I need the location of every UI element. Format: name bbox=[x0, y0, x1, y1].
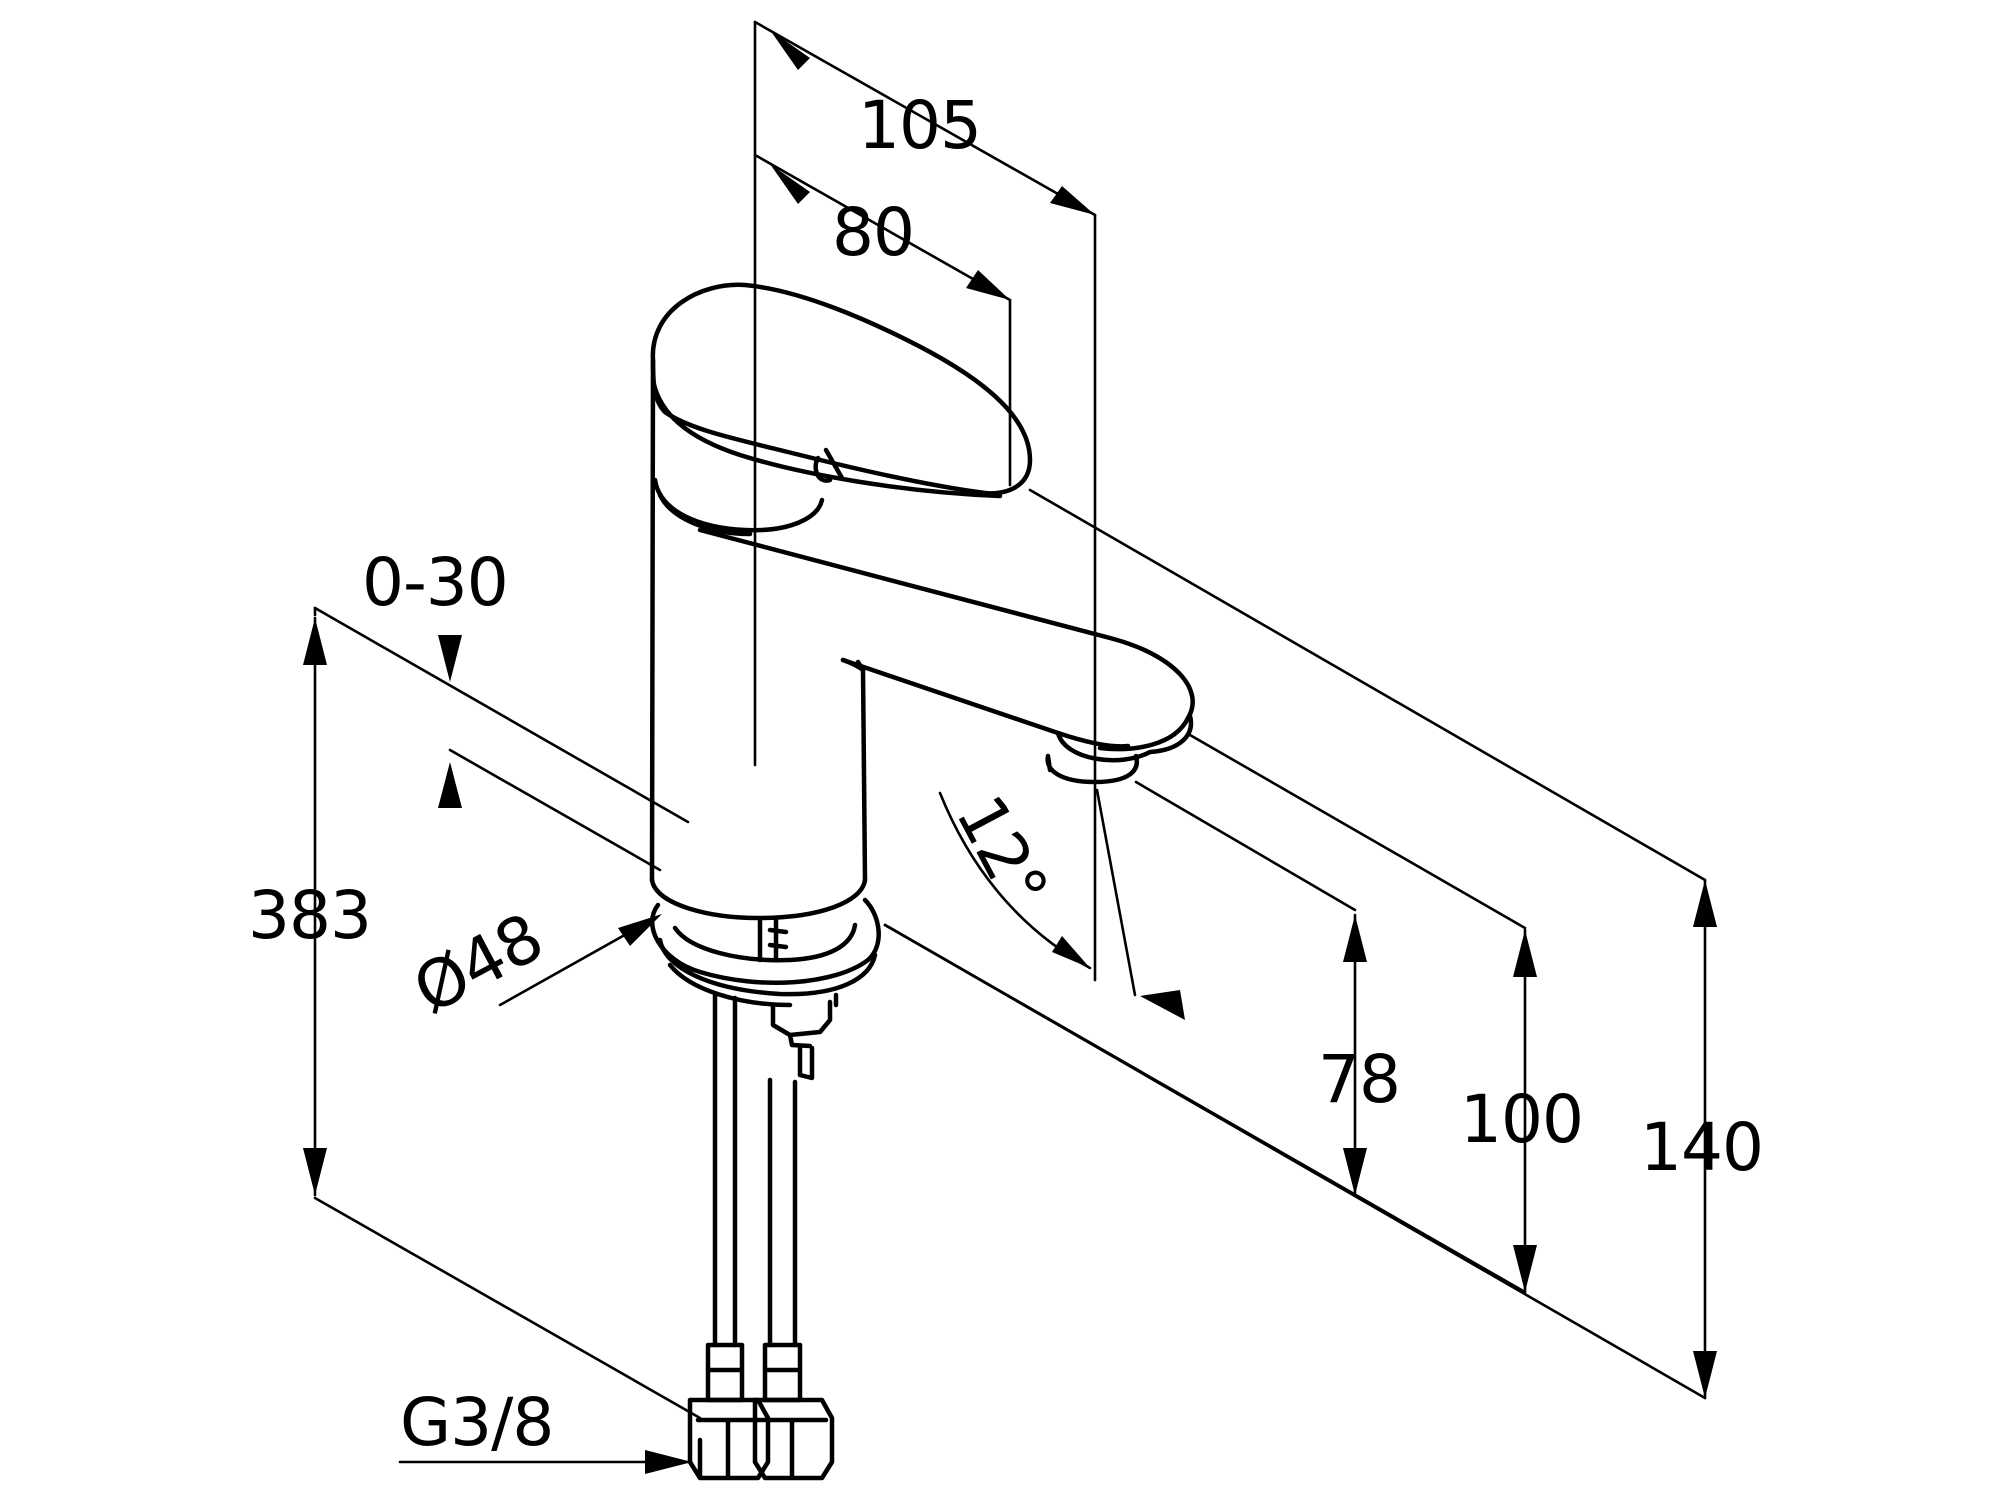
arrow-12-bottom bbox=[1052, 936, 1090, 968]
label-spout-outlet-height: 78 bbox=[1318, 1041, 1400, 1118]
dim-80-line bbox=[753, 153, 1012, 302]
spout-top bbox=[697, 527, 1195, 752]
hose-right bbox=[767, 1077, 798, 1348]
body-collar-inner bbox=[657, 492, 753, 537]
arrowheads bbox=[303, 30, 1717, 1474]
hose-fitting-left bbox=[705, 1342, 745, 1403]
lever-pivot bbox=[813, 447, 845, 483]
base-plate bbox=[657, 937, 878, 997]
base-washer-inner bbox=[672, 922, 858, 963]
threaded-stud bbox=[757, 915, 789, 963]
arrow-100-bottom bbox=[1513, 1245, 1537, 1292]
label-base-diameter: Ø48 bbox=[401, 899, 555, 1029]
label-spout-angle: 12° bbox=[941, 783, 1062, 920]
arrow-80-left bbox=[770, 164, 810, 204]
body-left-edge bbox=[649, 357, 656, 883]
arrow-140-bottom bbox=[1693, 1351, 1717, 1398]
dimension-labels: 105 80 0-30 383 Ø48 12° 78 100 140 G3/8 bbox=[248, 87, 1764, 1461]
arrow-030-bottom bbox=[438, 762, 462, 808]
deck-extension-100 bbox=[883, 923, 1527, 1294]
arrow-383-bottom bbox=[303, 1148, 327, 1195]
hose-fitting-right bbox=[762, 1342, 803, 1403]
arrow-80-right bbox=[966, 270, 1010, 300]
ext-78-top bbox=[1134, 780, 1357, 912]
arrow-78-bottom bbox=[1343, 1148, 1367, 1195]
spout-underside bbox=[840, 657, 866, 673]
deck-bottom-line bbox=[448, 748, 662, 872]
hex-nut-right bbox=[752, 1397, 835, 1481]
arrow-100-top bbox=[1513, 930, 1537, 977]
label-connection-thread: G3/8 bbox=[400, 1384, 553, 1461]
label-reach-total: 105 bbox=[858, 87, 981, 164]
arrow-030-top bbox=[438, 635, 462, 682]
arrow-105-right bbox=[1050, 186, 1095, 215]
stud-nut bbox=[770, 999, 833, 1081]
arrow-105-left bbox=[770, 30, 810, 70]
dim-383-ext-bottom bbox=[313, 1196, 702, 1420]
spout-bottom bbox=[840, 657, 1131, 749]
dimension-lines bbox=[313, 20, 1707, 1464]
dim-105-line bbox=[753, 20, 1097, 217]
faucet-body bbox=[649, 282, 1195, 1481]
body-collar bbox=[652, 477, 825, 533]
angle-line bbox=[1095, 788, 1137, 997]
hose-left bbox=[712, 992, 738, 1348]
arrow-g38 bbox=[645, 1450, 692, 1474]
lever-handle bbox=[650, 282, 1033, 496]
label-spout-underside-height: 100 bbox=[1460, 1081, 1583, 1158]
ext-140-top bbox=[1028, 488, 1707, 882]
body-right-edge bbox=[860, 667, 868, 883]
label-deck-thickness: 0-30 bbox=[362, 544, 508, 621]
ext-100-top bbox=[1188, 733, 1527, 930]
arrow-78-top bbox=[1343, 915, 1367, 962]
body-bottom bbox=[649, 877, 868, 921]
label-reach-lever: 80 bbox=[832, 194, 914, 271]
arrow-12-right bbox=[1140, 990, 1185, 1020]
label-hose-length: 383 bbox=[248, 877, 371, 954]
lever-underside bbox=[650, 377, 1003, 499]
arrow-48 bbox=[618, 914, 662, 946]
deck-top-line bbox=[313, 606, 690, 824]
arrow-383-top bbox=[303, 618, 327, 665]
hex-nut-left bbox=[687, 1397, 771, 1481]
label-total-height: 140 bbox=[1640, 1109, 1763, 1186]
arrow-140-top bbox=[1693, 880, 1717, 927]
